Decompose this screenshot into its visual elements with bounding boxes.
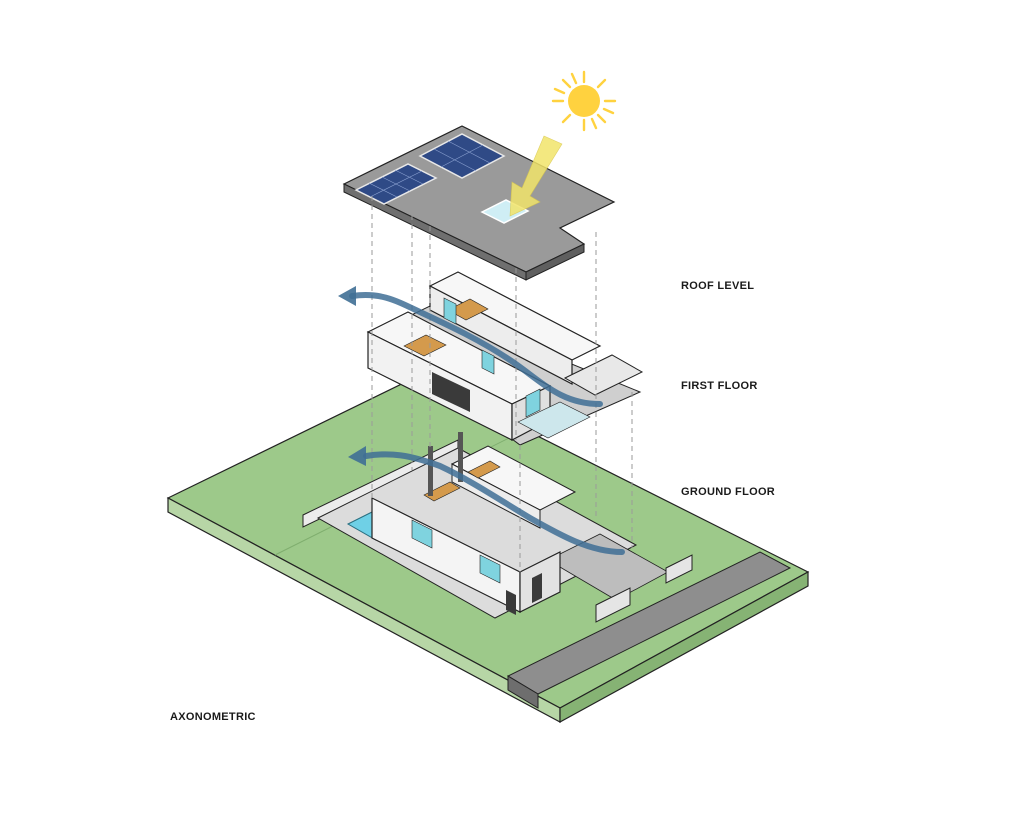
roof-slab	[342, 125, 616, 281]
gf-glass-2	[479, 554, 501, 584]
first-floor-building	[366, 271, 644, 446]
airflow-arrow-icon-2	[363, 451, 625, 555]
ff-glass-3	[525, 388, 541, 418]
gf-column-2	[458, 432, 463, 482]
gf-wood-panel	[423, 481, 461, 502]
gf-screen-2	[532, 573, 542, 603]
gf-column-1	[428, 446, 433, 496]
airflow-arrow-icon	[349, 292, 603, 407]
ff-wood-deck-2	[447, 298, 489, 321]
site-edge-right	[559, 570, 809, 724]
first-floor-label: FIRST FLOOR	[681, 380, 758, 392]
airflow-arrow-head-1	[338, 286, 356, 306]
entry-gate	[595, 587, 631, 623]
roof-level-label: ROOF LEVEL	[681, 280, 755, 292]
entry-gate-2	[665, 554, 693, 584]
gf-screen-1	[506, 590, 516, 615]
ff-wood-deck-1	[403, 334, 447, 357]
roof-edge-2	[525, 243, 585, 281]
sun-beam	[509, 135, 563, 217]
ground-floor-label: GROUND FLOOR	[681, 486, 776, 498]
gf-wood-panel-2	[467, 460, 501, 479]
solar-panel-icon-2	[418, 133, 506, 179]
solar-panel-icon	[354, 163, 438, 205]
ff-dark-screen	[432, 372, 470, 412]
road-edge	[507, 675, 539, 709]
ff-glass-floor	[517, 401, 591, 439]
diagram-caption: AXONOMETRIC	[170, 711, 256, 723]
ground-floor-building	[302, 432, 693, 623]
sun-icon	[509, 70, 617, 217]
ff-glass-2	[481, 349, 495, 375]
gf-glass-1	[411, 519, 433, 549]
ff-glass-1	[443, 297, 457, 325]
airflow-arrow-head-2	[348, 446, 366, 466]
